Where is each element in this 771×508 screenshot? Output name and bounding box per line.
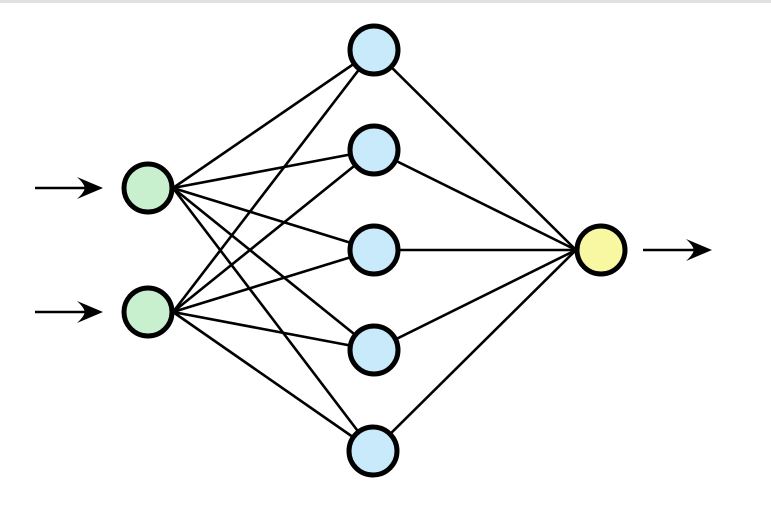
input-arrow-2-head-icon: [77, 301, 103, 323]
input-arrow-1-head-icon: [77, 177, 103, 199]
top-border: [0, 0, 771, 3]
hidden-node-icon-hidden-4: [347, 323, 401, 377]
edge-hidden-4-to-output-1: [373, 248, 577, 352]
edge-input-1-to-hidden-5: [171, 187, 375, 452]
hidden-node-icon-hidden-3: [347, 223, 401, 277]
hidden-node-icon-hidden-5: [346, 424, 400, 478]
edge-input-1-to-hidden-1: [172, 48, 375, 190]
edge-input-2-to-hidden-5: [172, 310, 374, 453]
input-node-icon-input-1: [121, 161, 175, 215]
hidden-node-icon-hidden-2: [347, 123, 401, 177]
edge-hidden-5-to-output-1: [372, 249, 577, 452]
edge-hidden-1-to-output-1: [373, 49, 577, 251]
edge-input-1-to-hidden-3: [172, 186, 375, 252]
output-node-icon-output-1: [574, 223, 628, 277]
edge-input-2-to-hidden-3: [172, 248, 375, 314]
output-arrow-head-icon: [686, 239, 712, 261]
edge-hidden-2-to-output-1: [373, 148, 577, 252]
edge-input-1-to-hidden-2: [172, 148, 375, 190]
input-node-icon-input-2: [121, 285, 175, 339]
edge-input-2-to-hidden-2: [172, 148, 375, 314]
hidden-node-icon-hidden-1: [347, 23, 401, 77]
edge-input-2-to-hidden-4: [172, 310, 375, 352]
edge-input-1-to-hidden-4: [172, 186, 375, 352]
edge-input-2-to-hidden-1: [171, 49, 376, 313]
